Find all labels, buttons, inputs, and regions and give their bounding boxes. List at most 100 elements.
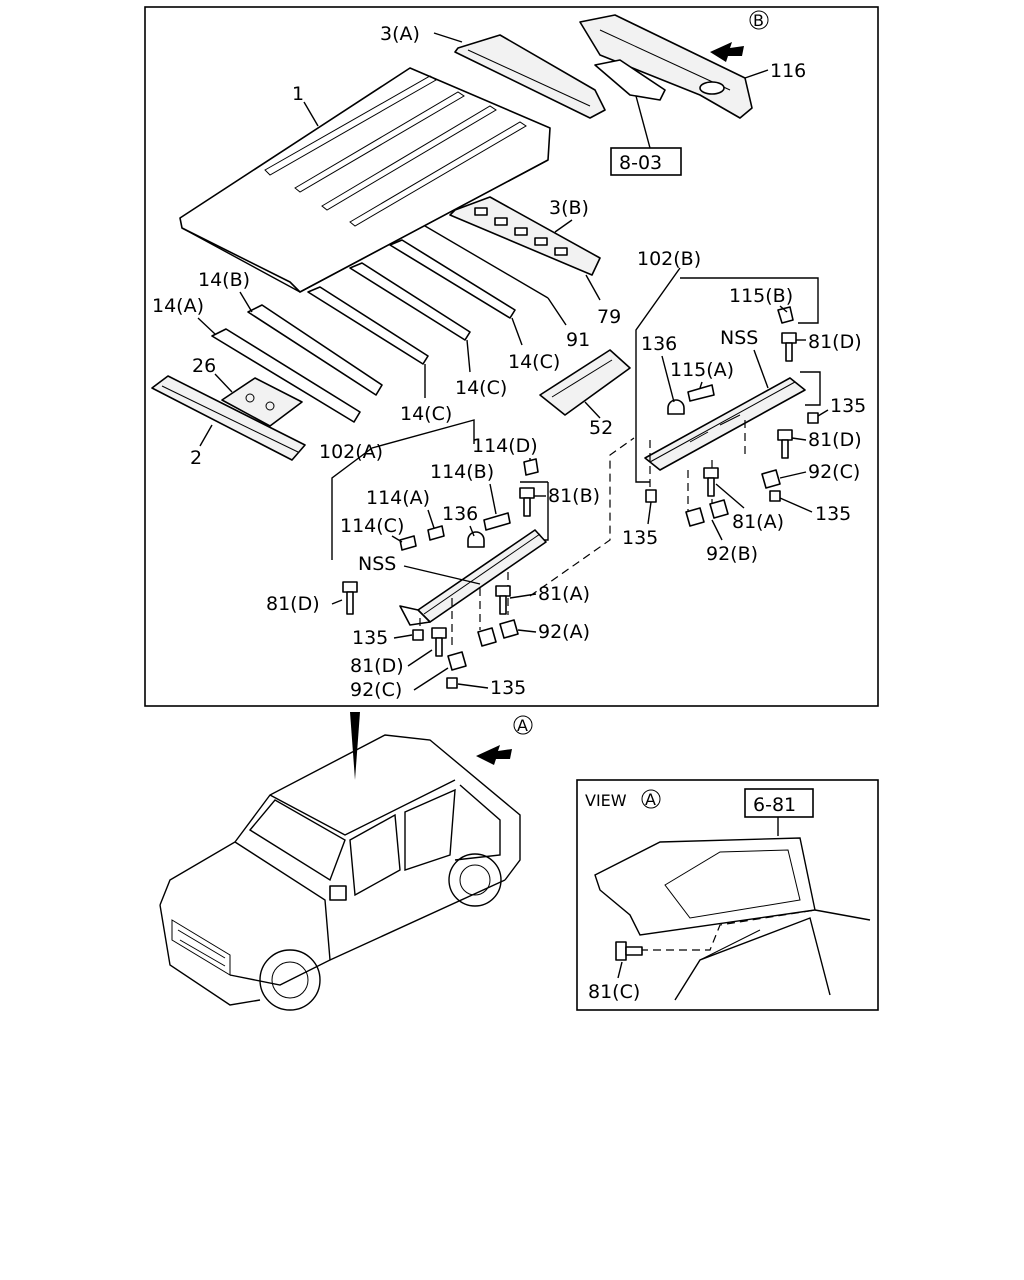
leader-114a bbox=[427, 509, 435, 529]
bracket-102a-right bbox=[538, 482, 549, 541]
leader-136-left bbox=[469, 525, 475, 537]
label-115a: 115(A) bbox=[670, 359, 734, 381]
leader-nss-right bbox=[753, 349, 769, 389]
leader-14a bbox=[197, 317, 216, 335]
label-79: 79 bbox=[597, 306, 621, 328]
label-114d: 114(D) bbox=[472, 435, 538, 457]
leader-116 bbox=[744, 69, 769, 79]
bracket-102a-top bbox=[371, 419, 475, 449]
ref-6-81: 6-81 bbox=[753, 794, 796, 816]
bolt-81a-right bbox=[703, 467, 719, 497]
roof-bow-part-14a bbox=[211, 328, 361, 423]
bolt-81d-lower bbox=[431, 627, 447, 657]
label-135-left-a: 135 bbox=[352, 627, 388, 649]
label-114a: 114(A) bbox=[366, 487, 430, 509]
nut-135-left-a bbox=[412, 629, 424, 641]
pad-part-115a bbox=[687, 384, 715, 402]
label-nss-left: NSS bbox=[358, 553, 396, 575]
leader-52 bbox=[584, 401, 601, 419]
label-81c: 81(C) bbox=[588, 981, 640, 1003]
label-14c-2: 14(C) bbox=[455, 377, 507, 399]
leader-3a bbox=[433, 32, 463, 43]
leader-81c bbox=[617, 961, 623, 979]
leader-91 bbox=[547, 297, 567, 326]
bracket-part-26 bbox=[221, 377, 303, 427]
roof-bow-part-14c bbox=[307, 239, 516, 365]
label-114c: 114(C) bbox=[340, 515, 404, 537]
leader-135-right-a bbox=[817, 409, 829, 417]
label-92a: 92(A) bbox=[538, 621, 590, 643]
bracket-102a-left bbox=[331, 447, 373, 560]
leader-135-right-c bbox=[647, 501, 652, 525]
leader-14c-2 bbox=[466, 339, 471, 373]
label-102b: 102(B) bbox=[637, 248, 701, 270]
label-81a-left: 81(A) bbox=[538, 583, 590, 605]
marker-a-letter: A bbox=[517, 716, 528, 735]
leader-nss-left bbox=[403, 565, 481, 585]
assembly-102a bbox=[331, 419, 549, 689]
bracket-102b-right bbox=[800, 371, 821, 406]
label-102a: 102(A) bbox=[319, 441, 383, 463]
label-81d-left: 81(D) bbox=[266, 593, 320, 615]
view-a-illustration bbox=[594, 837, 871, 1001]
nut-135-right-c bbox=[645, 489, 657, 503]
leader-1 bbox=[303, 101, 319, 127]
label-81d-lower: 81(D) bbox=[350, 655, 404, 677]
leader-92b bbox=[711, 519, 723, 541]
view-arrow-icon bbox=[476, 745, 512, 765]
rear-header-part-116 bbox=[579, 14, 753, 119]
ref-box-8-03 bbox=[610, 147, 682, 176]
leader-26 bbox=[214, 373, 233, 393]
front-header-part-3a bbox=[454, 34, 606, 119]
label-14c-1: 14(C) bbox=[508, 351, 560, 373]
label-81d-right-mid: 81(D) bbox=[808, 429, 862, 451]
bolt-81d-right-top bbox=[781, 332, 797, 362]
bolt-81d-left bbox=[342, 581, 358, 615]
marker-b-letter: B bbox=[753, 11, 764, 30]
clip-92a-b bbox=[499, 619, 519, 639]
link-line bbox=[529, 437, 635, 597]
clip-92b-a bbox=[685, 507, 705, 527]
leader-115a bbox=[699, 381, 703, 389]
label-26: 26 bbox=[192, 355, 216, 377]
label-114b: 114(B) bbox=[430, 461, 494, 483]
leader-135-right-b bbox=[779, 497, 813, 513]
label-135-right-b: 135 bbox=[815, 503, 851, 525]
leader-135-left-b bbox=[457, 683, 489, 689]
leader-81d-right-mid bbox=[791, 437, 807, 441]
label-3a: 3(A) bbox=[380, 23, 420, 45]
leader-92c-left bbox=[413, 667, 449, 691]
label-3b: 3(B) bbox=[549, 197, 589, 219]
view-a-circle-icon bbox=[641, 789, 661, 809]
clip-92a-a bbox=[477, 627, 497, 647]
bolt-81c bbox=[615, 941, 643, 961]
leader-14c-1 bbox=[511, 317, 523, 346]
leader-114b bbox=[489, 483, 497, 515]
view-a-title: VIEW bbox=[585, 791, 627, 810]
view-a-letter: A bbox=[645, 790, 656, 809]
leader-92a bbox=[517, 629, 537, 633]
label-14a: 14(A) bbox=[152, 295, 204, 317]
bracket-102b-left bbox=[635, 267, 681, 483]
leader-115b bbox=[779, 305, 788, 313]
leader-92c-right bbox=[779, 471, 807, 479]
nut-135-left-b bbox=[446, 677, 458, 689]
label-1: 1 bbox=[292, 83, 304, 105]
leader-3b bbox=[554, 219, 573, 233]
label-92b: 92(B) bbox=[706, 543, 758, 565]
clip-92c-left bbox=[447, 651, 467, 671]
roof-rod-part-91 bbox=[424, 225, 549, 299]
nut-135-right-b bbox=[769, 490, 781, 502]
bolt-81d-right-mid bbox=[777, 429, 793, 459]
ref-8-03: 8-03 bbox=[619, 152, 662, 174]
leader-79 bbox=[585, 274, 601, 301]
label-135-left-b: 135 bbox=[490, 677, 526, 699]
bracket-part-52 bbox=[539, 349, 631, 416]
label-91: 91 bbox=[566, 329, 590, 351]
bracket-102b-top bbox=[680, 277, 819, 324]
label-52: 52 bbox=[589, 417, 613, 439]
label-116: 116 bbox=[770, 60, 806, 82]
leader-8-03 bbox=[635, 95, 651, 149]
label-14c-3: 14(C) bbox=[400, 403, 452, 425]
